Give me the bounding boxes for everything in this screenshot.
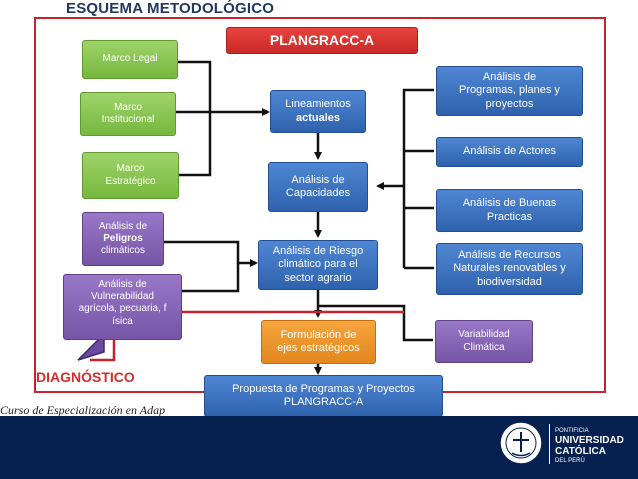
vulnerabilidad-box: Análisis de Vulnerabilidad agrícola, pec…	[63, 274, 182, 340]
formulacion-label: Formulación de ejes estratégicos	[277, 328, 360, 354]
variabilidad-box: Variabilidad Climática	[435, 320, 533, 363]
marco-legal-label: Marco Legal	[102, 53, 158, 65]
diagnostico-label: DIAGNÓSTICO	[36, 369, 135, 385]
propuesta-box: Propuesta de Programas y Proyectos PLANG…	[204, 375, 443, 417]
university-seal-icon	[499, 421, 543, 465]
actores-label: Análisis de Actores	[463, 145, 556, 158]
programas-label: Análisis de Programas, planes y proyecto…	[459, 70, 560, 110]
plangracc-label: PLANGRACC-A	[269, 31, 375, 48]
marco-estrategico-box: Marco Estratégico	[82, 152, 179, 199]
riesgo-box: Análisis de Riesgo climático para el sec…	[258, 240, 378, 290]
course-caption: Curso de Especialización en Adap	[0, 403, 166, 417]
actores-box: Análisis de Actores	[436, 137, 583, 167]
peligros-line-3: climáticos	[101, 245, 145, 257]
riesgo-label: Análisis de Riesgo climático para el sec…	[272, 244, 364, 284]
peligros-line-1: Análisis de	[98, 220, 148, 232]
programas-box: Análisis de Programas, planes y proyecto…	[436, 66, 583, 116]
capacidades-box: Análisis de Capacidades	[268, 162, 368, 212]
buenas-practicas-box: Análisis de Buenas Practicas	[436, 189, 583, 232]
logo-divider	[549, 424, 550, 464]
variabilidad-label: Variabilidad Climática	[458, 329, 510, 353]
lineamientos-line-2: actuales	[295, 111, 341, 124]
vulnerabilidad-label: Análisis de Vulnerabilidad agrícola, pec…	[78, 279, 167, 327]
recursos-box: Análisis de Recursos Naturales renovable…	[436, 243, 583, 295]
pointer-arrow-icon	[77, 332, 105, 361]
propuesta-label: Propuesta de Programas y Proyectos PLANG…	[232, 382, 415, 408]
marco-institucional-label: Marco Institucional	[101, 101, 155, 125]
marco-estrategico-label: Marco Estratégico	[105, 163, 156, 187]
recursos-label: Análisis de Recursos Naturales renovable…	[453, 248, 566, 288]
peligros-line-2: Peligros	[103, 232, 143, 244]
footer-universidad: UNIVERSIDAD	[555, 435, 624, 446]
marco-legal-box: Marco Legal	[82, 40, 178, 79]
footer-del-peru: DEL PERÚ	[555, 458, 585, 464]
plangracc-title-box: PLANGRACC-A	[226, 27, 418, 54]
diagram-title: ESQUEMA METODOLÓGICO	[66, 0, 275, 17]
lineamientos-box: Lineamientos actuales	[270, 90, 366, 133]
capacidades-label: Análisis de Capacidades	[285, 173, 351, 199]
peligros-box: Análisis de Peligros climáticos	[82, 212, 164, 266]
buenas-practicas-label: Análisis de Buenas Practicas	[462, 197, 557, 223]
footer-catolica: CATÓLICA	[555, 446, 606, 457]
formulacion-box: Formulación de ejes estratégicos	[261, 320, 376, 364]
footer-pontificia: PONTIFICIA	[555, 428, 589, 434]
lineamientos-line-1: Lineamientos	[285, 98, 351, 111]
marco-institucional-box: Marco Institucional	[80, 92, 176, 136]
